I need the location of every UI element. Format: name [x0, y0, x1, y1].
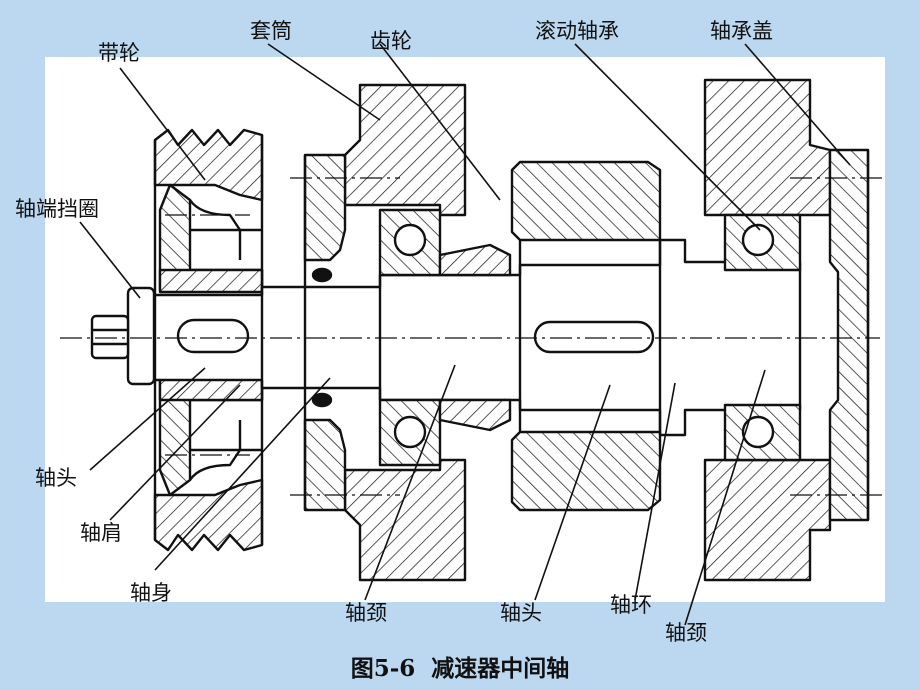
- pulley: [153, 128, 264, 552]
- label-end-ring: 轴端挡圈: [15, 197, 99, 221]
- label-gear: 齿轮: [370, 29, 412, 53]
- seal-bottom: [311, 392, 333, 408]
- label-bearing-cover: 轴承盖: [710, 19, 773, 43]
- sleeve: [438, 243, 512, 432]
- label-journal-left: 轴颈: [345, 601, 387, 625]
- right-housing: [703, 78, 870, 582]
- right-bearing: [723, 213, 802, 462]
- leader-lines: [79, 43, 851, 626]
- label-shaft-collar: 轴环: [610, 593, 652, 617]
- label-journal-right: 轴颈: [665, 621, 707, 645]
- label-pulley: 带轮: [98, 41, 140, 65]
- label-sleeve: 套筒: [250, 19, 292, 43]
- seal-top: [311, 267, 333, 283]
- label-shaft-head-mid: 轴头: [500, 601, 542, 625]
- label-rolling-bearing: 滚动轴承: [535, 19, 619, 43]
- labels: 带轮 套筒 齿轮 滚动轴承 轴承盖 轴端挡圈 轴头 轴肩 轴身 轴颈 轴头 轴环…: [15, 19, 773, 645]
- figure-caption: 图5-6 减速器中间轴: [351, 655, 570, 682]
- gear: [510, 160, 662, 512]
- center-lines: [60, 177, 885, 496]
- label-shaft-head-left: 轴头: [35, 466, 77, 490]
- label-shaft-shoulder: 轴肩: [80, 521, 122, 545]
- end-ring: [90, 286, 156, 386]
- label-shaft-body: 轴身: [130, 581, 172, 605]
